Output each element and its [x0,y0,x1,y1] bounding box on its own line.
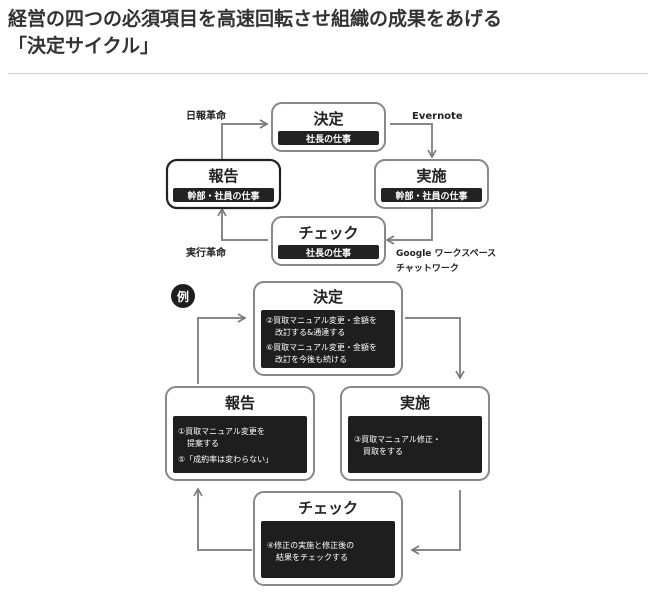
ex-arrow-report-to-decision [197,313,247,384]
arrow-decision-to-execution [390,123,437,159]
ex-decision-item-2: ⑥買取マニュアル変更・金額を [266,342,377,352]
ex-execution-item-1b: 買取をする [363,447,403,456]
ex-report-node: 報告 ①買取マニュアル変更を 提案する ⑤「成約率は変わらない」 [165,386,315,481]
ex-check-label: チェック [298,499,358,517]
tool-nippo-label: 日報革命 [186,109,227,122]
ex-check-item-1b: 結果をチェックする [276,552,348,562]
top-decision-node: 決定 社長の仕事 [271,102,386,152]
tool-chatwork-label: チャットワーク [396,263,459,274]
ex-execution-node: 実施 ③買取マニュアル修正・ 買取をする [340,386,490,481]
top-decision-label: 決定 [313,110,343,128]
title-divider [8,73,648,74]
ex-report-item-1b: 提案する [187,438,219,448]
example-cycle: 例 決定 ②買取マニュアル変更・金額を 改訂する&通達する ⑥買取マニュアル変更… [165,281,490,586]
ex-report-item-2: ⑤「成約率は変わらない」 [178,454,273,464]
top-execution-label: 実施 [416,167,446,185]
ex-decision-label: 決定 [313,288,343,306]
top-decision-sub: 社長の仕事 [305,133,351,145]
ex-check-item-1: ④修正の実施と修正後の [267,540,354,550]
top-report-label: 報告 [208,167,238,185]
ex-decision-item-2b: 改訂を今後も続ける [275,354,347,364]
example-badge-text: 例 [177,289,189,304]
ex-decision-item-1: ②買取マニュアル変更・金額を [266,315,377,325]
top-check-node: チェック 社長の仕事 [271,216,386,266]
ex-report-item-1: ①買取マニュアル変更を [178,426,265,436]
ex-arrow-check-to-report [193,487,252,551]
example-badge: 例 [171,284,195,308]
ex-report-label: 報告 [225,394,255,412]
ex-decision-node: 決定 ②買取マニュアル変更・金額を 改訂する&通達する ⑥買取マニュアル変更・金… [253,281,403,376]
top-report-sub: 幹部・社員の仕事 [187,190,259,202]
ex-execution-item-1: ③買取マニュアル修正・ [354,434,441,444]
top-report-node: 報告 幹部・社員の仕事 [165,158,282,210]
top-cycle: 決定 社長の仕事 実施 幹部・社員の仕事 チェック 社長の仕事 報告 幹部・社員… [165,102,496,274]
arrow-check-to-report [217,207,268,241]
tool-evernote-label: Evernote [412,111,463,122]
ex-check-node: チェック ④修正の実施と修正後の 結果をチェックする [253,491,403,586]
arrow-execution-to-check [385,208,433,245]
title-line-1: 経営の四つの必須項目を高速回転させ組織の成果をあげる [8,8,503,30]
ex-execution-label: 実施 [400,394,430,412]
page-title: 経営の四つの必須項目を高速回転させ組織の成果をあげる 「決定サイクル」 [8,6,648,60]
ex-arrow-decision-to-execution [405,317,465,380]
arrow-report-to-decision [221,119,269,160]
top-execution-sub: 幹部・社員の仕事 [395,190,467,202]
top-check-label: チェック [298,224,358,242]
title-line-2: 「決定サイクル」 [8,35,160,57]
ex-decision-item-1b: 改訂する&通達する [275,327,345,337]
tool-jikko-label: 実行革命 [186,246,227,259]
top-execution-node: 実施 幹部・社員の仕事 [374,159,489,209]
ex-arrow-execution-to-check [410,490,461,555]
top-check-sub: 社長の仕事 [305,247,351,259]
tool-google-label: Google ワークスペース [396,248,496,259]
